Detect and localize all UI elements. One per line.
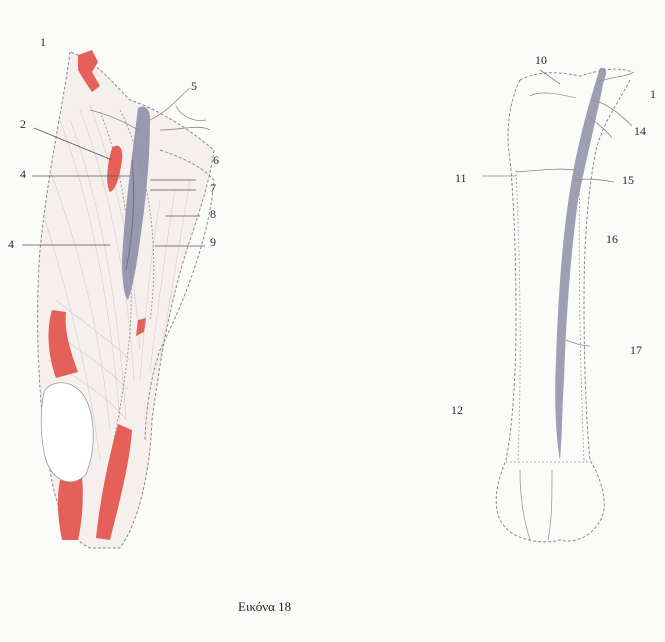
muscle-attachment-low-left	[58, 476, 83, 540]
label-right-15: 15	[622, 174, 634, 186]
label-right-1: 1	[650, 88, 656, 100]
label-left-5: 5	[191, 80, 197, 92]
thigh-muscle-diagram	[22, 50, 214, 548]
label-right-16: 16	[606, 233, 618, 245]
label-left-4a: 4	[20, 168, 26, 180]
figure-caption: Εικόνα 18	[238, 599, 291, 615]
label-left-9: 9	[210, 236, 216, 248]
label-left-7: 7	[210, 182, 216, 194]
label-left-6: 6	[213, 154, 219, 166]
label-left-2: 2	[20, 118, 26, 130]
femur-diagram	[482, 68, 634, 542]
label-right-14: 14	[634, 125, 646, 137]
label-right-12: 12	[451, 404, 463, 416]
label-right-17: 17	[630, 344, 642, 356]
label-left-8: 8	[210, 208, 216, 220]
label-right-10: 10	[535, 54, 547, 66]
label-right-11: 11	[455, 172, 467, 184]
label-left-1: 1	[40, 36, 46, 48]
label-left-4b: 4	[8, 238, 14, 250]
femoral-vessel	[555, 68, 606, 460]
